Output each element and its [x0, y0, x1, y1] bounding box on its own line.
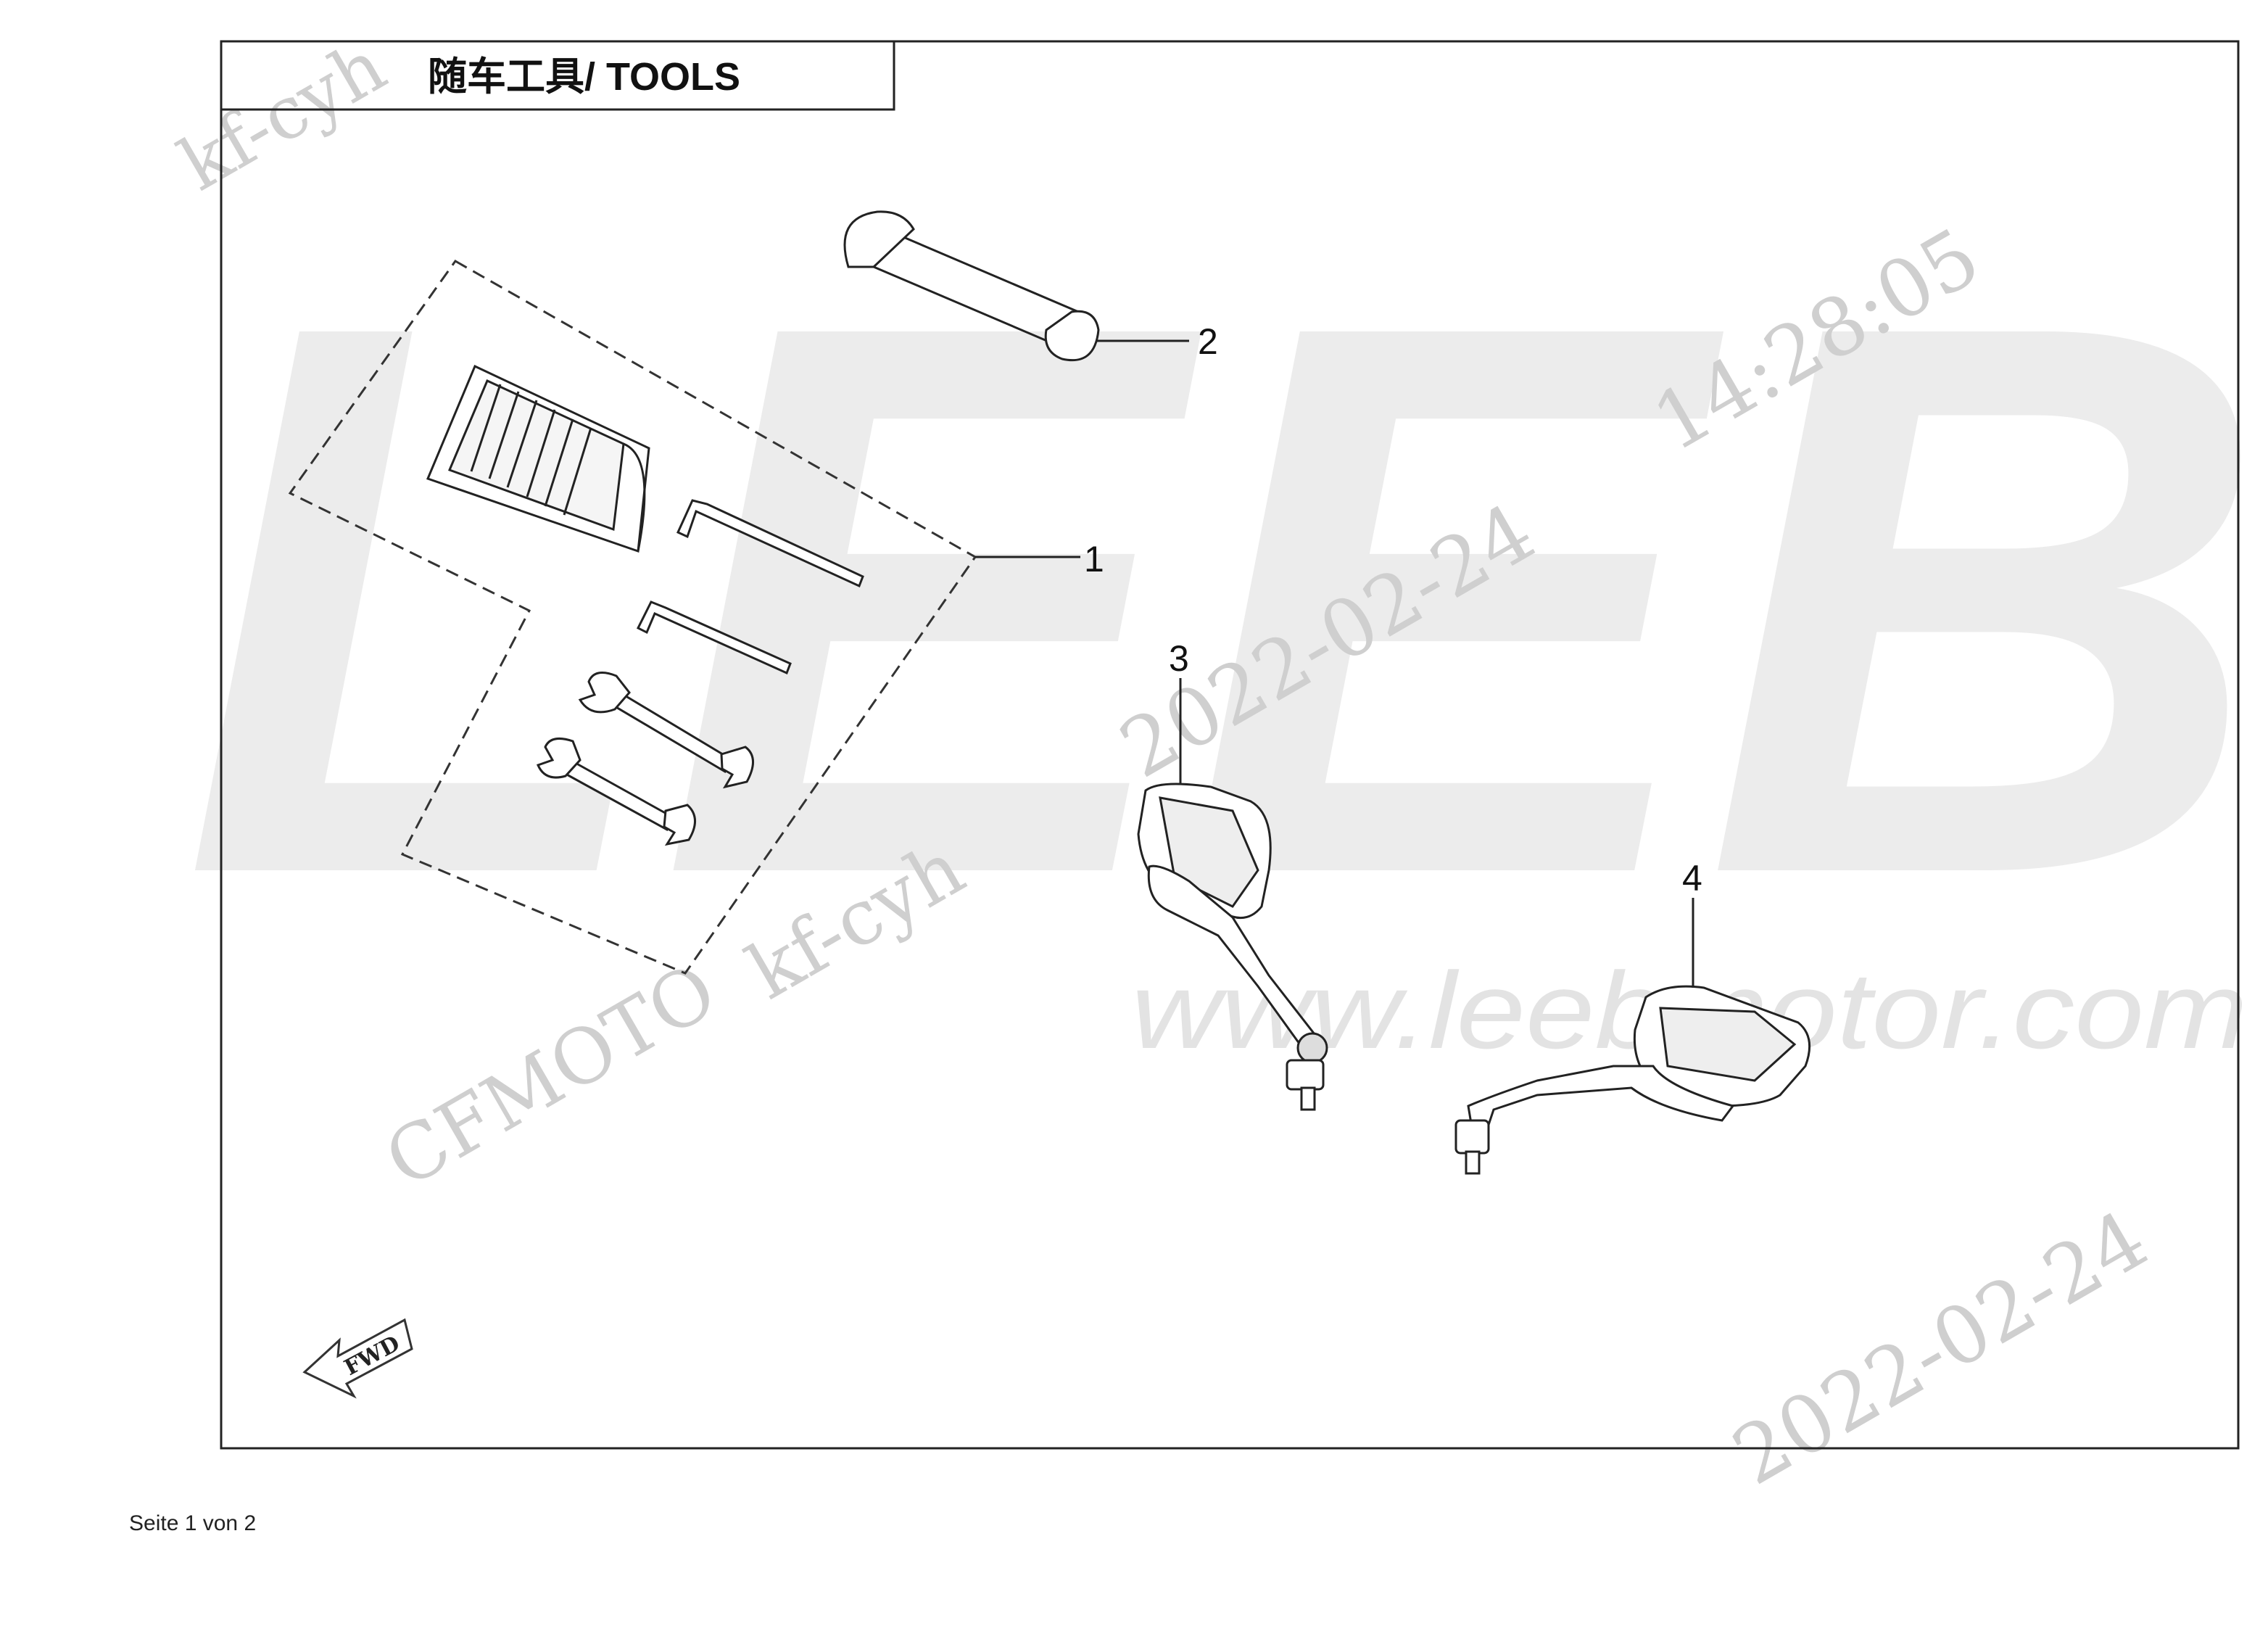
part-3-mirror-left-drawing — [1137, 783, 1328, 1111]
hex-key-small — [636, 600, 792, 675]
callout-1-number: 1 — [1084, 539, 1104, 579]
callout-2-number: 2 — [1198, 321, 1218, 362]
callout-1: 1 — [975, 539, 1104, 579]
tool-pouch — [426, 364, 650, 553]
part-4-mirror-right-drawing — [1454, 985, 1811, 1175]
open-wrench-1 — [578, 672, 754, 789]
open-wrench-2 — [536, 737, 696, 846]
part-2-pin-drawing — [843, 210, 1100, 362]
hex-key-large — [676, 499, 864, 588]
callout-2: 2 — [1096, 321, 1218, 362]
diagram-title: 随车工具/ TOOLS — [428, 55, 740, 99]
fwd-arrow-icon: FWD — [302, 1318, 413, 1399]
watermark-layer: LEEB www.leebmotor.com kf-cyh kf-cyh CFM… — [166, 23, 2268, 1503]
callout-4: 4 — [1682, 858, 1702, 988]
title-box: 随车工具/ TOOLS — [220, 40, 895, 111]
callout-3: 3 — [1169, 638, 1189, 783]
callout-4-number: 4 — [1682, 858, 1702, 899]
callout-3-number: 3 — [1169, 638, 1189, 679]
diagram-frame — [220, 40, 2240, 1450]
part-1-tool-kit-drawing — [288, 260, 977, 975]
watermark-date-2: 2022-02-24 — [1718, 1193, 2162, 1503]
page-number-footer: Seite 1 von 2 — [129, 1511, 257, 1535]
